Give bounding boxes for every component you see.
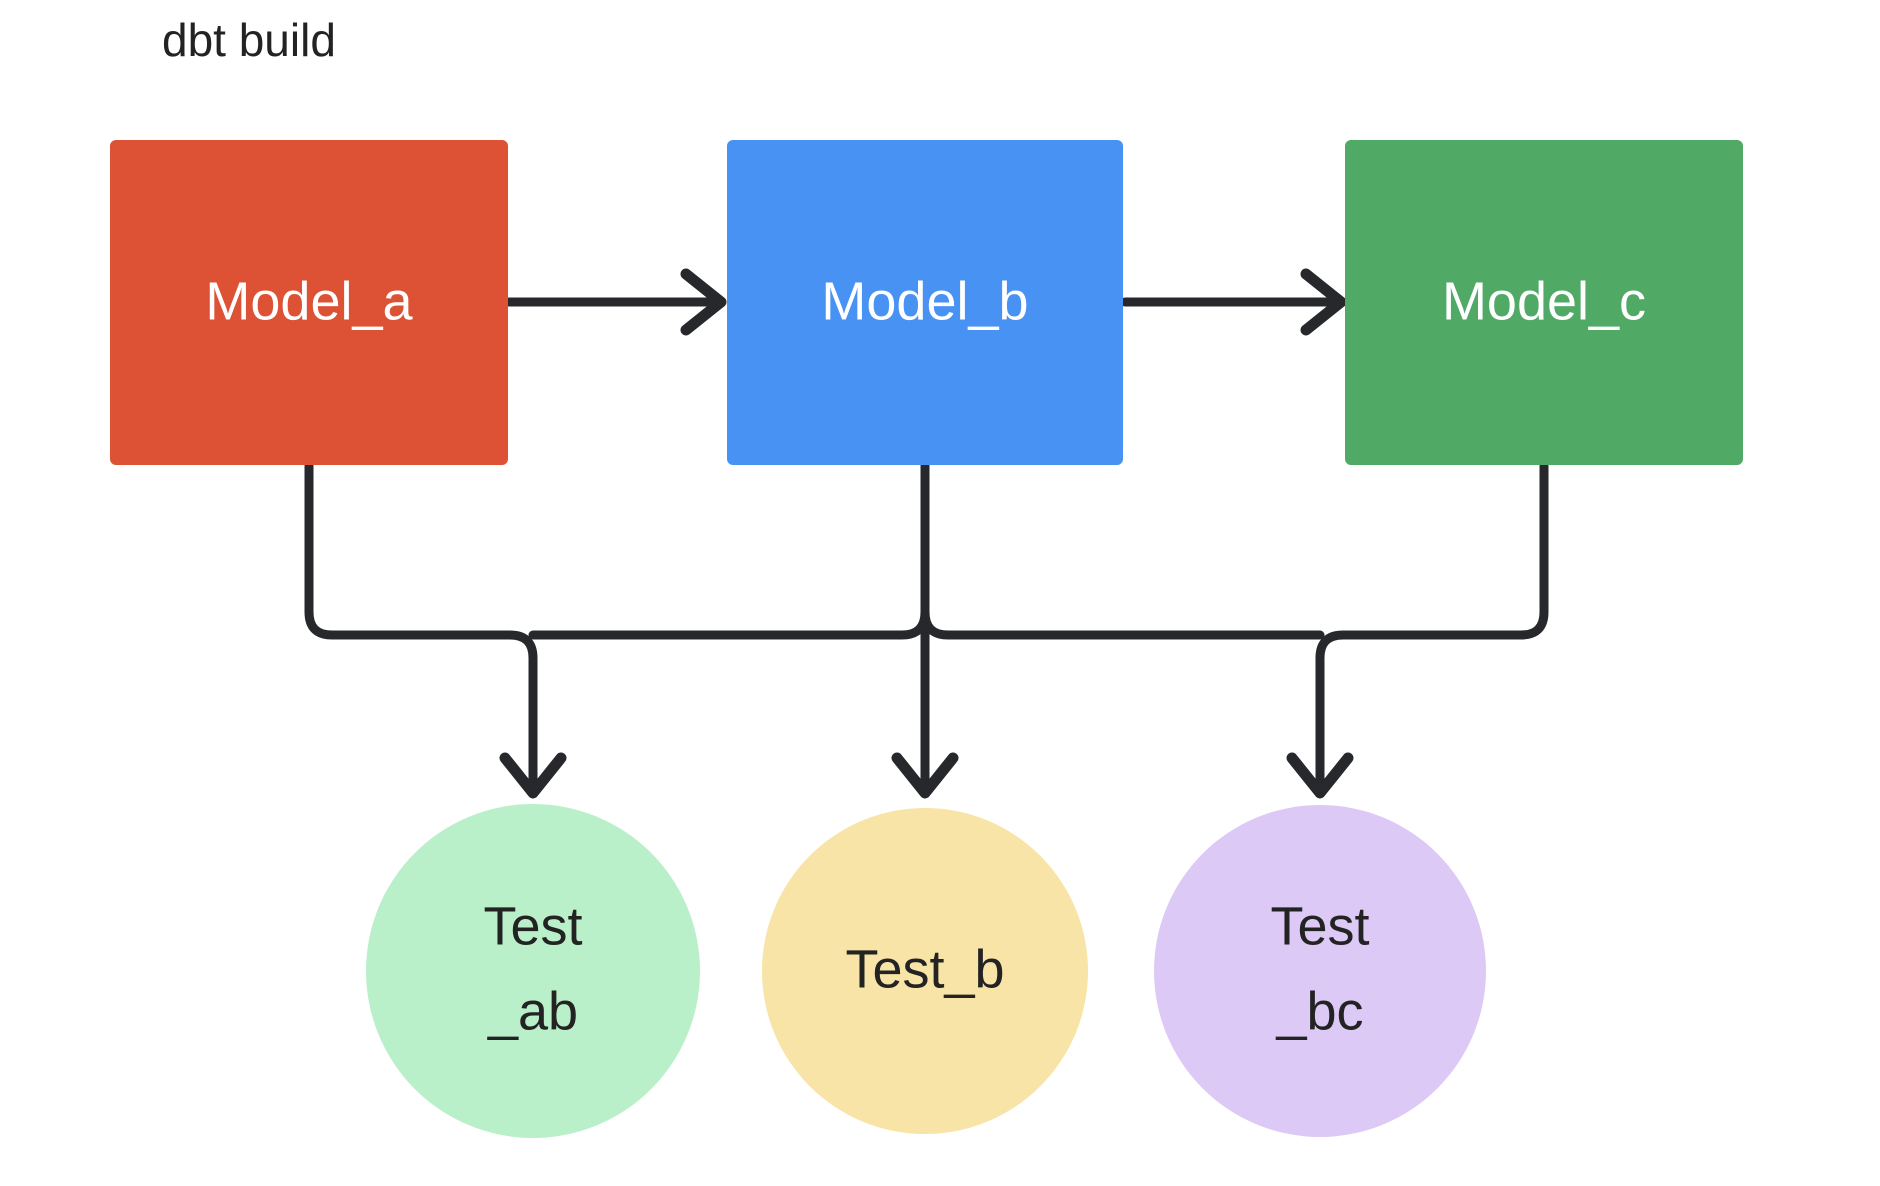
node-model-c-shape[interactable] (1345, 140, 1743, 465)
arrowhead-icon (1300, 268, 1347, 336)
arrowhead-icon (1286, 752, 1354, 799)
node-test-bc-label-line-2: _bc (1275, 981, 1363, 1041)
node-model-a-shape[interactable] (110, 140, 508, 465)
model-node-layer: Model_a Model_b Model_c (110, 140, 1743, 465)
edge-line (528, 607, 930, 640)
arrowhead-icon (891, 752, 959, 799)
edge-model-b-to-test-ab (528, 607, 930, 640)
node-model-b-shape[interactable] (727, 140, 1123, 465)
node-model-b-label: Model_b (821, 271, 1028, 331)
edge-model-c-to-test-bc (1286, 461, 1549, 799)
node-model-a-label: Model_a (205, 271, 413, 331)
node-test-ab-shape[interactable] (366, 804, 700, 1138)
node-test-ab-label-line-2: _ab (487, 981, 578, 1041)
node-test-bc-label-line-1: Test (1270, 896, 1369, 956)
node-test-ab[interactable]: Test _ab (366, 804, 700, 1138)
diagram-title: dbt build (162, 14, 336, 66)
edge-model-a-to-model-b (504, 268, 727, 336)
edge-layer (304, 268, 1549, 799)
node-test-b[interactable]: Test_b (762, 808, 1088, 1134)
node-test-bc-shape[interactable] (1154, 805, 1486, 1137)
node-model-a[interactable]: Model_a (110, 140, 508, 465)
node-model-b[interactable]: Model_b (727, 140, 1123, 465)
edge-model-b-to-test-b (891, 461, 959, 799)
node-test-ab-label-line-1: Test (483, 896, 582, 956)
edge-line (1315, 461, 1549, 791)
edge-model-b-to-model-c (1120, 268, 1347, 336)
node-test-b-label-line-1: Test_b (845, 939, 1004, 999)
edge-model-a-to-test-ab (304, 461, 567, 799)
test-node-layer: Test _ab Test_b Test _bc (366, 804, 1486, 1138)
node-model-c[interactable]: Model_c (1345, 140, 1743, 465)
node-model-c-label: Model_c (1442, 271, 1646, 331)
node-test-bc[interactable]: Test _bc (1154, 805, 1486, 1137)
node-test-b-shape[interactable] (762, 808, 1088, 1134)
edge-line (920, 607, 1325, 640)
arrowhead-icon (499, 752, 567, 799)
arrowhead-icon (680, 268, 727, 336)
edge-line (304, 461, 538, 791)
edge-model-b-to-test-bc (920, 607, 1325, 640)
